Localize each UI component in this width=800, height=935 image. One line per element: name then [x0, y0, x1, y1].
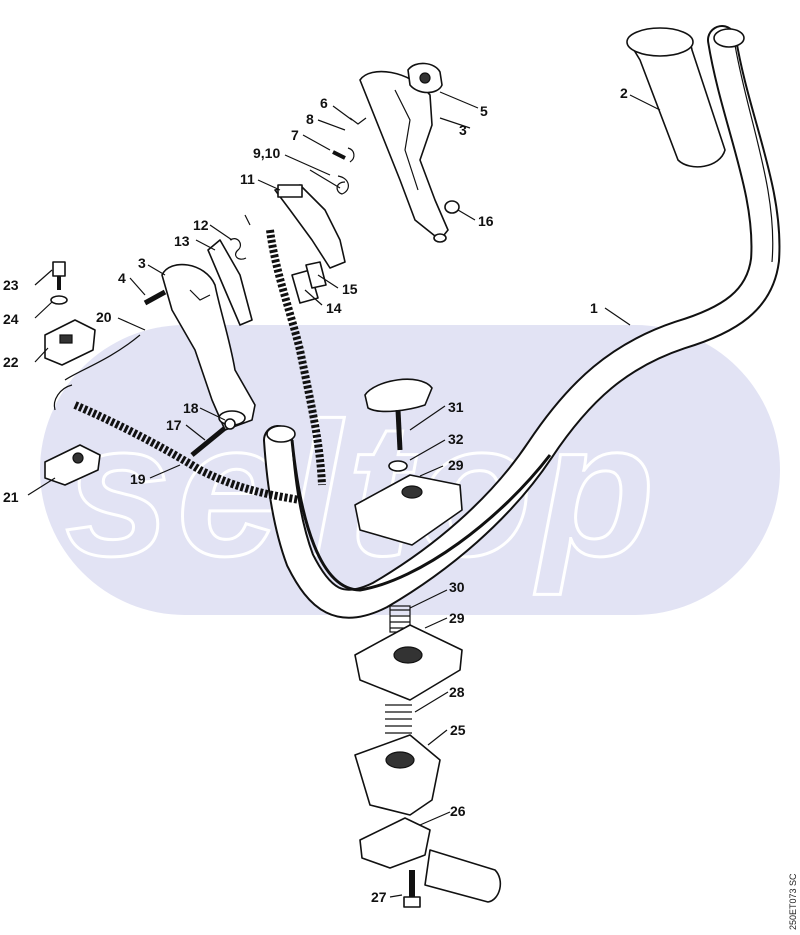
callout-29-lower: 29 [449, 610, 465, 626]
callout-23: 23 [3, 277, 19, 293]
connector-part [44, 444, 101, 486]
callout-14: 14 [326, 300, 342, 316]
callout-7: 7 [291, 127, 299, 143]
knob-part [407, 62, 443, 94]
callout-27: 27 [371, 889, 387, 905]
callout-6: 6 [320, 95, 328, 111]
callout-8: 8 [306, 111, 314, 127]
callout-17: 17 [166, 417, 182, 433]
clamp-body [354, 734, 441, 816]
cable-sheath [73, 229, 326, 504]
washer-32 [388, 460, 408, 472]
callout-9-10: 9,10 [253, 145, 280, 161]
callout-11: 11 [240, 171, 255, 187]
callout-22: 22 [3, 354, 19, 370]
callout-16: 16 [478, 213, 494, 229]
wing-screw [364, 378, 433, 451]
throttle-cable [53, 334, 141, 411]
callout-labels: 1 2 3 3 4 5 6 7 8 9,10 11 12 13 14 15 16… [3, 85, 628, 905]
small-spring-parts [309, 117, 367, 195]
callout-25: 25 [450, 722, 466, 738]
handlebar-tube [263, 25, 781, 619]
grip-part [626, 27, 726, 168]
clamp-bottom [359, 817, 502, 903]
screw-4 [143, 289, 167, 306]
clamp-upper [354, 474, 463, 546]
nut-part [444, 200, 460, 214]
callout-13: 13 [174, 233, 190, 249]
callout-12: 12 [193, 217, 209, 233]
callout-3-upper: 3 [459, 122, 467, 138]
plate-parts [291, 261, 327, 304]
callout-1: 1 [590, 300, 598, 316]
callout-19: 19 [130, 471, 146, 487]
callout-2: 2 [620, 85, 628, 101]
switch-part [44, 319, 96, 366]
callout-20: 20 [96, 309, 112, 325]
callout-5: 5 [480, 103, 488, 119]
callout-4: 4 [118, 270, 126, 286]
callout-31: 31 [448, 399, 464, 415]
screw-17-18 [190, 418, 236, 457]
callout-28: 28 [449, 684, 465, 700]
callout-18: 18 [183, 400, 199, 416]
callout-26: 26 [450, 803, 466, 819]
drawing-code: 250ET073 SC [788, 873, 798, 930]
callout-32: 32 [448, 431, 464, 447]
callout-21: 21 [3, 489, 19, 505]
leader-lines [27, 91, 661, 898]
trigger-part [274, 184, 346, 269]
spring-28 [385, 704, 412, 734]
control-housing-upper [359, 70, 449, 243]
callout-29-upper: 29 [448, 457, 464, 473]
callout-15: 15 [342, 281, 358, 297]
callout-3-lower: 3 [138, 255, 146, 271]
callout-24: 24 [3, 311, 19, 327]
screw-23-24 [50, 261, 68, 305]
clamp-lower [354, 624, 463, 701]
lever-part [207, 214, 253, 326]
bolt-27 [403, 870, 421, 908]
callout-30: 30 [449, 579, 465, 595]
